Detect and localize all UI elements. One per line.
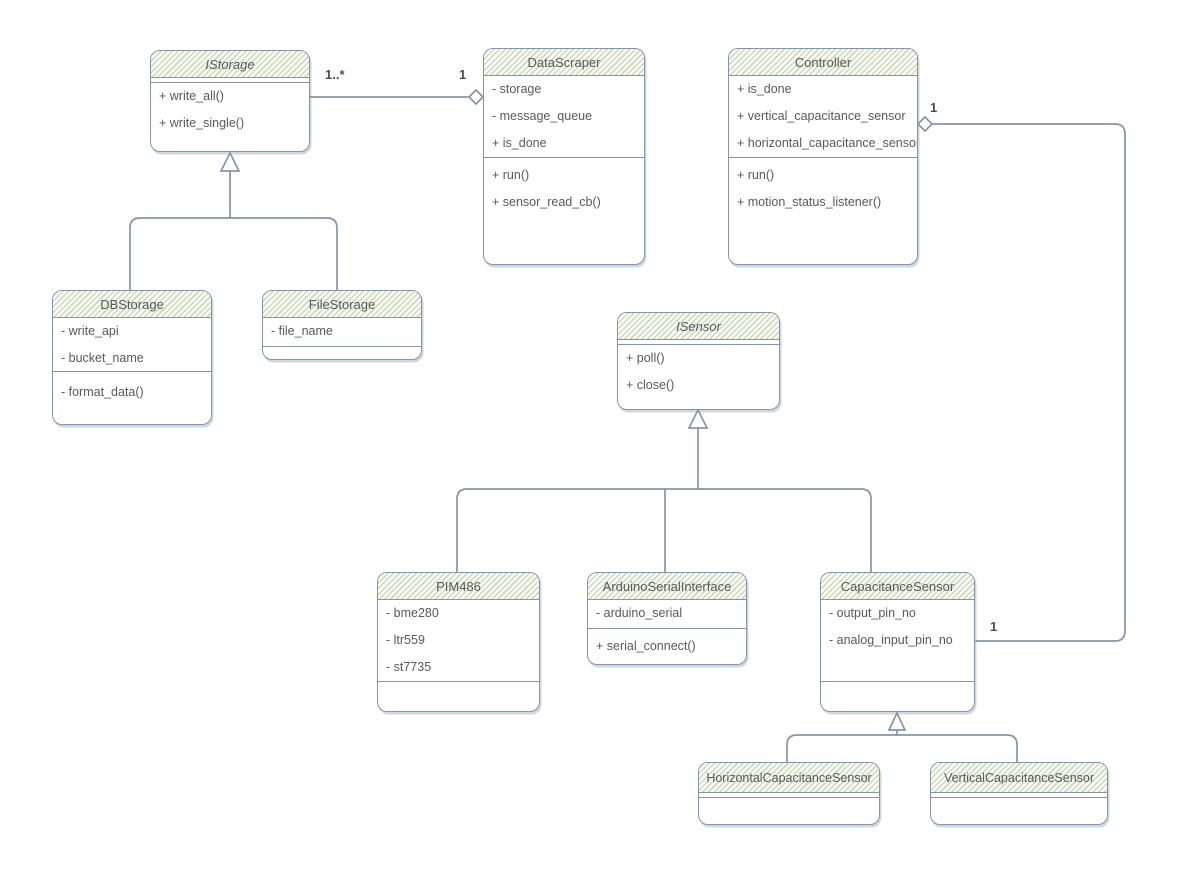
generalization-arrow-icon [219,151,241,172]
attribute: - bucket_name [61,351,144,365]
edge-line[interactable] [786,734,898,763]
attribute: - write_api [61,324,119,338]
class-capacitancesensor-methods [821,681,974,711]
method: + write_single() [159,116,245,130]
multiplicity-datascraper-end: 1 [459,67,467,82]
class-filestorage-title: FileStorage [263,291,421,318]
generalization-arrow-icon [687,408,709,429]
class-istorage-title: IStorage [151,51,309,78]
method: + serial_connect() [596,639,696,653]
class-verticalcapacitancesensor-attributes [931,793,1107,798]
attribute: - arduino_serial [596,606,683,620]
attribute: - st7735 [386,660,432,674]
class-controller-methods: + run() + motion_status_listener() [729,157,917,264]
class-dbstorage-methods: - format_data() [53,371,211,424]
attribute: - ltr559 [386,633,425,647]
class-controller-attributes: + is_done + vertical_capacitance_sensor … [729,76,917,157]
edge-line[interactable] [931,123,1126,642]
aggregation-diamond-icon [916,115,934,133]
class-capacitancesensor-attributes: - output_pin_no - analog_input_pin_no [821,600,974,681]
edge-line[interactable] [896,734,1018,763]
class-dbstorage-title: DBStorage [53,291,211,318]
attribute: + vertical_capacitance_sensor [737,109,906,123]
multiplicity-istorage-end: 1..* [325,67,345,82]
attribute: + is_done [492,136,547,150]
multiplicity-controller-end: 1 [930,100,938,115]
class-isensor[interactable]: ISensor + poll() + close() [617,312,780,410]
class-datascraper-title: DataScraper [484,49,644,76]
edge-line[interactable] [129,217,231,291]
class-pim486-title: PIM486 [378,573,539,600]
edge-line[interactable] [229,217,338,291]
class-horizontalcapacitancesensor-methods [699,798,879,824]
method: + sensor_read_cb() [492,195,601,209]
class-pim486-methods [378,681,539,711]
method: + motion_status_listener() [737,195,882,209]
class-verticalcapacitancesensor-methods [931,798,1107,824]
class-datascraper-attributes: - storage - message_queue + is_done [484,76,644,157]
class-verticalcapacitancesensor-title: VerticalCapacitanceSensor [931,763,1107,793]
method: + poll() [626,351,665,365]
class-capacitancesensor[interactable]: CapacitanceSensor - output_pin_no - anal… [820,572,975,712]
class-isensor-attributes [618,340,779,345]
attribute: - bme280 [386,606,439,620]
method: + write_all() [159,89,224,103]
edge-dbstorage-filestorage-istorage-generalization[interactable] [129,151,338,291]
multiplicity-capacitancesensor-end: 1 [990,619,998,634]
class-verticalcapacitancesensor[interactable]: VerticalCapacitanceSensor [930,762,1108,825]
class-pim486[interactable]: PIM486 - bme280 - ltr559 - st7735 [377,572,540,712]
edge-capacitance-children-generalization[interactable] [786,711,1018,763]
class-controller[interactable]: Controller + is_done + vertical_capacita… [728,48,918,265]
class-arduinoserialinterface-title: ArduinoSerialInterface [588,573,746,600]
class-horizontalcapacitancesensor[interactable]: HorizontalCapacitanceSensor [698,762,880,825]
attribute: - analog_input_pin_no [829,633,953,647]
class-datascraper[interactable]: DataScraper - storage - message_queue + … [483,48,645,265]
class-datascraper-methods: + run() + sensor_read_cb() [484,157,644,264]
class-horizontalcapacitancesensor-title: HorizontalCapacitanceSensor [699,763,879,793]
class-istorage[interactable]: IStorage + write_all() + write_single() [150,50,310,152]
attribute: - storage [492,82,542,96]
method: + close() [626,378,675,392]
attribute: + horizontal_capacitance_sensor [737,136,918,150]
attribute: + is_done [737,82,792,96]
class-capacitancesensor-title: CapacitanceSensor [821,573,974,600]
class-istorage-methods: + write_all() + write_single() [151,83,309,151]
edge-line[interactable] [697,488,872,573]
class-isensor-methods: + poll() + close() [618,345,779,409]
class-filestorage-methods [263,346,421,359]
class-controller-title: Controller [729,49,917,76]
class-arduinoserialinterface-methods: + serial_connect() [588,628,746,664]
generalization-arrow-icon [887,711,907,731]
class-dbstorage-attributes: - write_api - bucket_name [53,318,211,371]
attribute: - message_queue [492,109,593,123]
method: + run() [492,168,530,182]
edge-sensors-isensor-generalization[interactable] [456,408,872,573]
method: - format_data() [61,385,144,399]
aggregation-diamond-icon [467,88,485,106]
class-isensor-title: ISensor [618,313,779,340]
class-arduinoserialinterface-attributes: - arduino_serial [588,600,746,628]
edge-line[interactable] [456,488,699,573]
attribute: - file_name [271,324,333,338]
edge-datascraper-istorage-aggregation[interactable] [309,88,485,106]
method: + run() [737,168,775,182]
class-filestorage[interactable]: FileStorage - file_name [262,290,422,360]
class-horizontalcapacitancesensor-attributes [699,793,879,798]
class-pim486-attributes: - bme280 - ltr559 - st7735 [378,600,539,681]
class-arduinoserialinterface[interactable]: ArduinoSerialInterface - arduino_serial … [587,572,747,665]
edge-controller-capacitancesensor-aggregation[interactable] [916,115,1126,642]
class-filestorage-attributes: - file_name [263,318,421,346]
class-istorage-attributes [151,78,309,83]
attribute: - output_pin_no [829,606,916,620]
class-dbstorage[interactable]: DBStorage - write_api - bucket_name - fo… [52,290,212,425]
